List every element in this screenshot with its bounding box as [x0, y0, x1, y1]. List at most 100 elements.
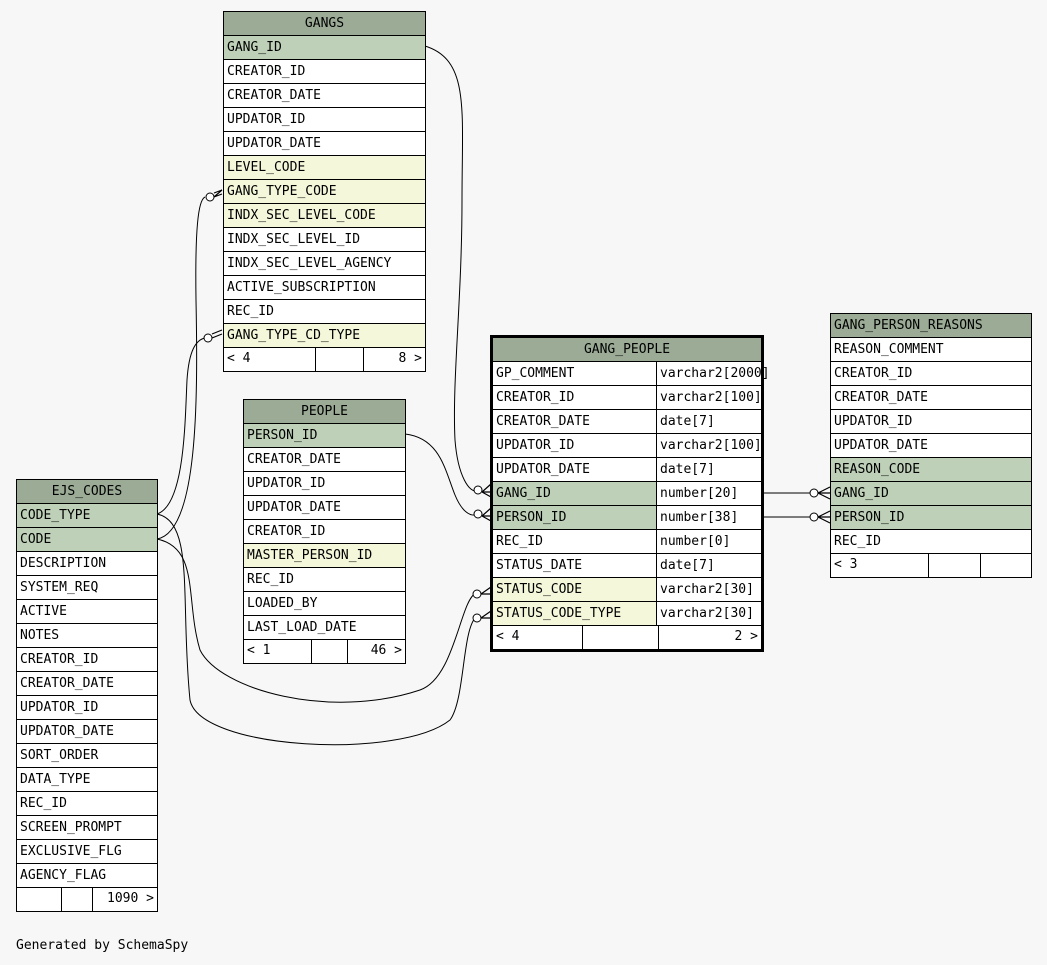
footer-parents-count[interactable]: < 3 [834, 557, 858, 572]
column-type: varchar2[2000] [656, 362, 770, 385]
column-name: REC_ID [247, 572, 294, 587]
column-row[interactable]: CREATOR_ID [17, 648, 157, 672]
column-row[interactable]: LAST_LOAD_DATE [244, 616, 405, 640]
column-row[interactable]: REASON_CODE [831, 458, 1031, 482]
column-row[interactable]: GANG_TYPE_CD_TYPE [224, 324, 425, 348]
column-row[interactable]: SORT_ORDER [17, 744, 157, 768]
footer-children-count[interactable] [980, 554, 1031, 577]
column-row[interactable]: DESCRIPTION [17, 552, 157, 576]
column-row[interactable]: UPDATOR_DATE [224, 132, 425, 156]
column-row[interactable]: MASTER_PERSON_ID [244, 544, 405, 568]
table-title[interactable]: GANG_PEOPLE [493, 338, 761, 362]
column-type: number[38] [656, 506, 761, 529]
column-row[interactable]: CREATOR_DATE [831, 386, 1031, 410]
footer-children-count[interactable]: 46 > [347, 640, 405, 663]
column-row[interactable]: SCREEN_PROMPT [17, 816, 157, 840]
column-row[interactable]: CREATOR_ID [224, 60, 425, 84]
column-name: LAST_LOAD_DATE [247, 620, 357, 635]
column-row[interactable]: UPDATOR_ID [17, 696, 157, 720]
footer-row-count[interactable] [315, 348, 363, 371]
footer-row-count[interactable] [582, 626, 658, 649]
column-row[interactable]: CREATOR_DATE [224, 84, 425, 108]
footer-row-count[interactable] [61, 888, 92, 911]
column-row[interactable]: GANG_ID [831, 482, 1031, 506]
column-row[interactable]: PERSON_ID [831, 506, 1031, 530]
column-row[interactable]: GANG_TYPE_CODE [224, 180, 425, 204]
column-row[interactable]: CREATOR_ID [244, 520, 405, 544]
footer-parents-count[interactable]: < 4 [496, 629, 520, 644]
column-row[interactable]: UPDATOR_ID [224, 108, 425, 132]
column-row[interactable]: UPDATOR_DATE [244, 496, 405, 520]
footer-children-count[interactable]: 8 > [363, 348, 425, 371]
table-footer: < 1 46 > [244, 640, 405, 663]
footer-parents-count[interactable] [17, 888, 61, 911]
footer-children-count[interactable]: 1090 > [92, 888, 157, 911]
column-row[interactable]: GANG_ID [224, 36, 425, 60]
column-row[interactable]: CODE [17, 528, 157, 552]
column-name: REC_ID [834, 534, 881, 549]
footer-row-count[interactable] [311, 640, 347, 663]
column-name: ACTIVE [20, 604, 67, 619]
footer-children-count[interactable]: 2 > [658, 626, 761, 649]
column-name: SYSTEM_REQ [20, 580, 99, 595]
column-row[interactable]: REC_ID [831, 530, 1031, 554]
column-name: GP_COMMENT [496, 366, 575, 381]
footer-parents-count[interactable]: < 4 [227, 351, 251, 366]
column-row[interactable]: CODE_TYPE [17, 504, 157, 528]
table-title[interactable]: PEOPLE [244, 400, 405, 424]
column-row[interactable]: PERSON_ID [244, 424, 405, 448]
column-row[interactable]: CREATOR_ID [831, 362, 1031, 386]
column-row[interactable]: GP_COMMENT varchar2[2000] [493, 362, 770, 386]
table-title[interactable]: GANG_PERSON_REASONS [831, 314, 1031, 338]
column-row[interactable]: UPDATOR_DATE [831, 434, 1031, 458]
column-name: CREATOR_ID [496, 390, 575, 405]
column-row[interactable]: REC_ID [17, 792, 157, 816]
column-row[interactable]: DATA_TYPE [17, 768, 157, 792]
column-name: PERSON_ID [834, 510, 905, 525]
footer-row-count[interactable] [928, 554, 980, 577]
column-row[interactable]: SYSTEM_REQ [17, 576, 157, 600]
column-row[interactable]: UPDATOR_DATE [17, 720, 157, 744]
column-row[interactable]: UPDATOR_ID [244, 472, 405, 496]
column-row[interactable]: LOADED_BY [244, 592, 405, 616]
column-row[interactable]: INDX_SEC_LEVEL_AGENCY [224, 252, 425, 276]
column-name: SCREEN_PROMPT [20, 820, 122, 835]
table-title[interactable]: GANGS [224, 12, 425, 36]
column-row[interactable]: LEVEL_CODE [224, 156, 425, 180]
column-row[interactable]: AGENCY_FLAG [17, 864, 157, 888]
footer-parents-count[interactable]: < 1 [247, 643, 271, 658]
column-row[interactable]: ACTIVE_SUBSCRIPTION [224, 276, 425, 300]
column-row[interactable]: INDX_SEC_LEVEL_CODE [224, 204, 425, 228]
column-row[interactable]: ACTIVE [17, 600, 157, 624]
column-row[interactable]: REASON_COMMENT [831, 338, 1031, 362]
column-row[interactable]: NOTES [17, 624, 157, 648]
column-row[interactable]: REC_ID [244, 568, 405, 592]
table-title[interactable]: EJS_CODES [17, 480, 157, 504]
column-type: varchar2[30] [656, 602, 761, 625]
column-row[interactable]: EXCLUSIVE_FLG [17, 840, 157, 864]
column-name: GANG_TYPE_CD_TYPE [227, 328, 361, 343]
column-type: number[20] [656, 482, 761, 505]
column-row[interactable]: UPDATOR_ID [831, 410, 1031, 434]
column-row[interactable]: CREATOR_DATE [244, 448, 405, 472]
column-name: SORT_ORDER [20, 748, 99, 763]
column-row[interactable]: INDX_SEC_LEVEL_ID [224, 228, 425, 252]
column-row[interactable]: REC_ID [224, 300, 425, 324]
column-name: CODE [20, 532, 52, 547]
column-row[interactable]: CREATOR_DATE [17, 672, 157, 696]
